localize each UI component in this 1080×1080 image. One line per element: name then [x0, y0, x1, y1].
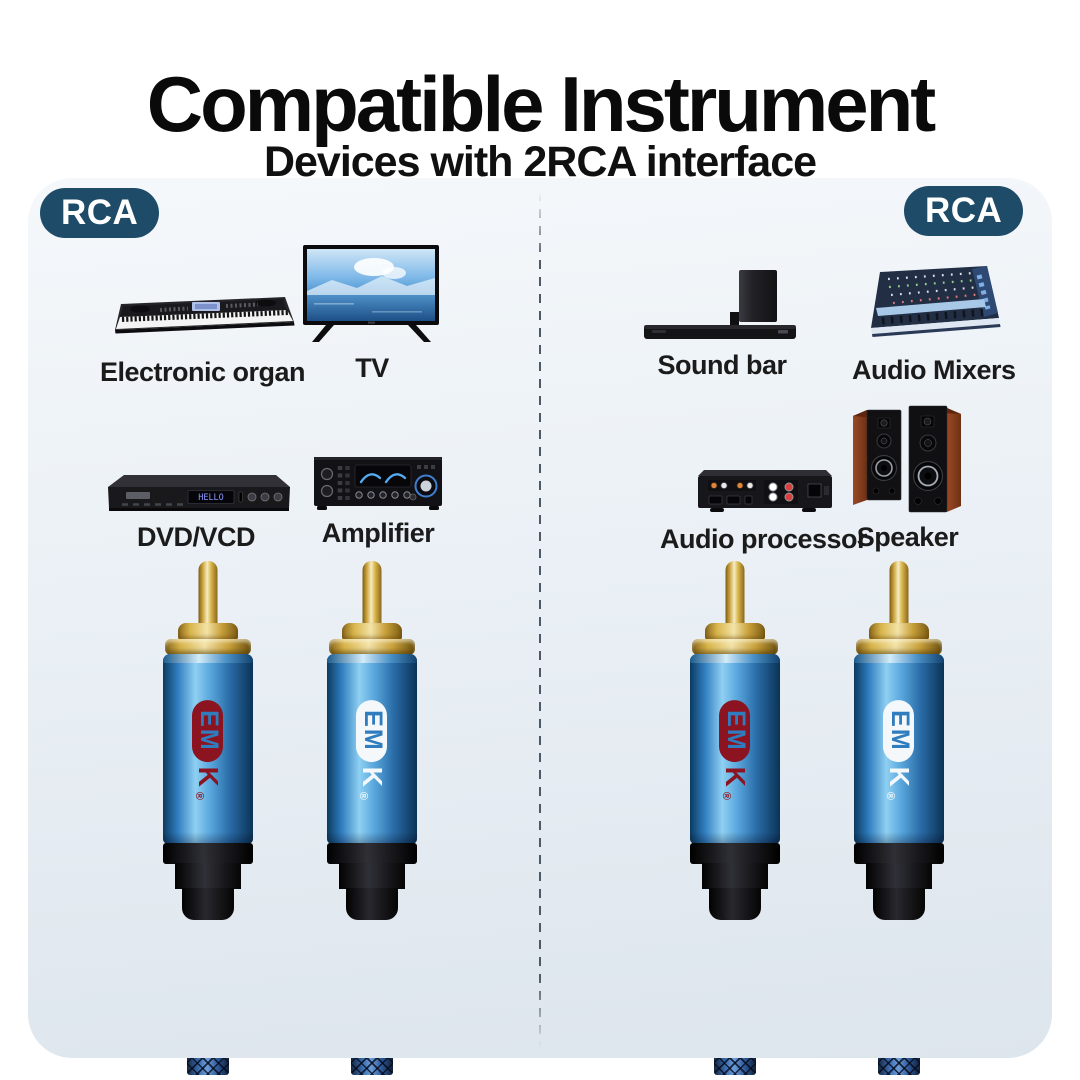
registered-mark: ® [884, 791, 896, 801]
tv-icon [303, 245, 439, 342]
braided-cable [351, 913, 393, 1075]
device-label: Amplifier [321, 518, 435, 548]
rca-plug-3: EM K ® [690, 561, 780, 1076]
audio-processor-icon [697, 470, 832, 512]
plug-strain-relief [182, 888, 234, 920]
gold-pin [889, 561, 909, 627]
plug-barrel: EM K ® [163, 654, 253, 844]
emk-logo-k: K [884, 766, 915, 787]
page-subtitle: Devices with 2RCA interface [263, 137, 817, 186]
rca-badge-right: RCA [904, 186, 1024, 236]
emk-logo-oval: EM [192, 700, 224, 762]
rca-plug-1: EM K ® [163, 561, 253, 1076]
device-sound-bar: Sound bar [642, 268, 802, 381]
audio-mixer-icon [870, 266, 1001, 337]
braided-cable [187, 913, 229, 1075]
emk-logo-k: K [357, 766, 388, 787]
gold-collar [178, 623, 238, 640]
device-label: Speaker [856, 522, 959, 552]
device-speaker: Speaker [845, 396, 970, 553]
gold-collar-ring [856, 639, 942, 655]
sound-bar-icon [644, 270, 796, 339]
device-audio-mixer: Audio Mixers [852, 263, 1016, 386]
plug-neck [339, 863, 405, 889]
plug-strain-relief [873, 888, 925, 920]
emk-logo: EM K ® [717, 689, 753, 811]
gold-pin [198, 561, 218, 627]
plug-strain-relief [346, 888, 398, 920]
gold-collar [342, 623, 402, 640]
dvd-display-text: HELLO [198, 493, 224, 503]
registered-mark: ® [720, 791, 732, 801]
emk-logo-oval: EM [719, 700, 751, 762]
gold-collar-ring [165, 639, 251, 655]
gold-pin [362, 561, 382, 627]
device-label: DVD/VCD [136, 522, 256, 552]
device-electronic-organ: Electronic organ [100, 289, 306, 388]
plug-strain-relief [709, 888, 761, 920]
emk-logo: EM K ® [881, 689, 917, 811]
emk-logo-k: K [193, 766, 224, 787]
plug-base [854, 843, 944, 864]
device-amplifier: Amplifier [313, 454, 443, 549]
rca-badge-left: RCA [40, 188, 160, 238]
device-label: Sound bar [657, 350, 788, 380]
braided-cable [878, 913, 920, 1075]
gold-collar [705, 623, 765, 640]
emk-logo-k: K [720, 766, 751, 787]
braided-cable [714, 913, 756, 1075]
gold-collar [869, 623, 929, 640]
device-tv: TV [302, 245, 442, 384]
device-label: Audio processor [660, 524, 868, 554]
rca-plug-2: EM K ® [327, 561, 417, 1076]
gold-collar-ring [692, 639, 778, 655]
plug-barrel: EM K ® [327, 654, 417, 844]
electronic-organ-icon [114, 297, 295, 334]
emk-logo: EM K ® [190, 689, 226, 811]
plug-barrel: EM K ® [690, 654, 780, 844]
device-label: Electronic organ [100, 357, 306, 387]
dvd-player-icon: HELLO [108, 475, 290, 511]
plug-neck [175, 863, 241, 889]
plug-base [690, 843, 780, 864]
emk-logo: EM K ® [354, 689, 390, 811]
plug-base [327, 843, 417, 864]
rca-plug-4: EM K ® [854, 561, 944, 1076]
dashed-divider [539, 192, 541, 1048]
registered-mark: ® [193, 791, 205, 801]
emk-logo-oval: EM [356, 700, 388, 762]
plug-barrel: EM K ® [854, 654, 944, 844]
emk-logo-oval: EM [883, 700, 915, 762]
page-title: Compatible Instrument [146, 60, 936, 149]
amplifier-icon [314, 457, 442, 510]
gold-pin [725, 561, 745, 627]
plug-neck [866, 863, 932, 889]
device-label: TV [355, 353, 389, 383]
plug-base [163, 843, 253, 864]
registered-mark: ® [357, 791, 369, 801]
device-label: Audio Mixers [852, 355, 1016, 385]
plug-neck [702, 863, 768, 889]
gold-collar-ring [329, 639, 415, 655]
device-audio-processor: Audio processor [660, 466, 868, 555]
speaker-icon [853, 405, 961, 513]
device-dvd-player: HELLO DVD/VCD [100, 470, 292, 553]
